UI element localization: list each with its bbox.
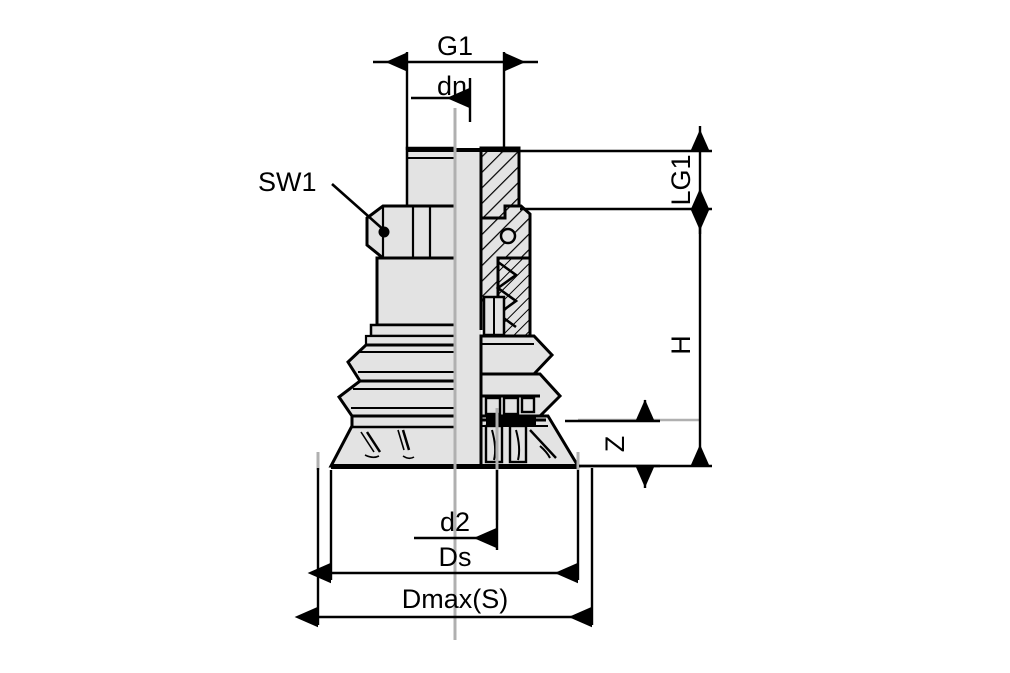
outside-view-half [328, 146, 457, 469]
dimension-label-g1: G1 [437, 31, 473, 61]
dimension-label-sw1: SW1 [258, 167, 317, 197]
dimension-dn: dn [411, 71, 472, 122]
dimension-label-lg1: LG1 [666, 154, 696, 205]
dimension-h: H [579, 188, 712, 468]
dimension-label-h: H [666, 335, 696, 355]
dimension-dmax: Dmax(S) [294, 468, 594, 628]
dimension-d2: d2 [414, 470, 499, 550]
dimension-label-dn: dn [437, 71, 467, 101]
dimension-g1: G1 [373, 31, 538, 150]
dimension-lg1: LG1 [500, 126, 712, 234]
dimension-ds: Ds [307, 470, 580, 584]
dimension-label-dmax: Dmax(S) [402, 584, 509, 614]
dimension-label-d2: d2 [440, 507, 470, 537]
dimension-label-z: Z [600, 436, 630, 453]
dimension-label-ds: Ds [439, 542, 472, 572]
dimension-sw1: SW1 [258, 167, 386, 232]
dimension-z: Z [565, 399, 660, 488]
